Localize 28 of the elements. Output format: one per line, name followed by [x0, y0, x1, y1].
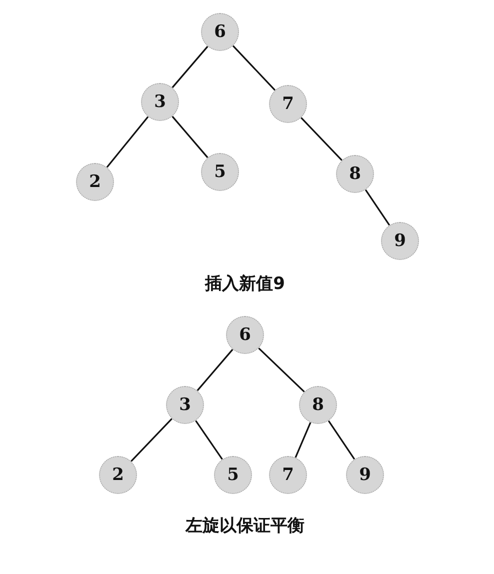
tree-edge: [130, 418, 172, 462]
tree-node-circle: 9: [346, 456, 384, 494]
tree-edge: [300, 117, 342, 161]
tree-node-circle: 9: [381, 222, 419, 260]
tree-node-circle: 8: [299, 386, 337, 424]
tree-node-circle: 8: [336, 155, 374, 193]
tree-edge: [172, 46, 208, 88]
tree-edge: [106, 116, 149, 168]
tree-edge: [364, 189, 390, 226]
tree-edge: [196, 348, 234, 392]
tree-node-circle: 3: [166, 386, 204, 424]
tree-edge: [195, 420, 223, 460]
tree-edge: [294, 422, 312, 458]
tree-edge: [328, 420, 356, 460]
caption-text: 左旋以保证平衡: [186, 515, 304, 537]
tree-edge: [232, 45, 276, 91]
tree-edge: [258, 348, 305, 392]
tree-node-circle: 3: [141, 83, 179, 121]
tree-node-circle: 6: [201, 13, 239, 51]
tree-node-circle: 6: [226, 316, 264, 354]
caption-text: 插入新值9: [205, 273, 285, 295]
tree-node-circle: 5: [201, 153, 239, 191]
tree-node-circle: 7: [269, 85, 307, 123]
tree-node-circle: 7: [269, 456, 307, 494]
tree-edge: [172, 116, 208, 158]
tree-node-circle: 5: [214, 456, 252, 494]
tree-node-circle: 2: [99, 456, 137, 494]
tree-node-circle: 2: [76, 163, 114, 201]
